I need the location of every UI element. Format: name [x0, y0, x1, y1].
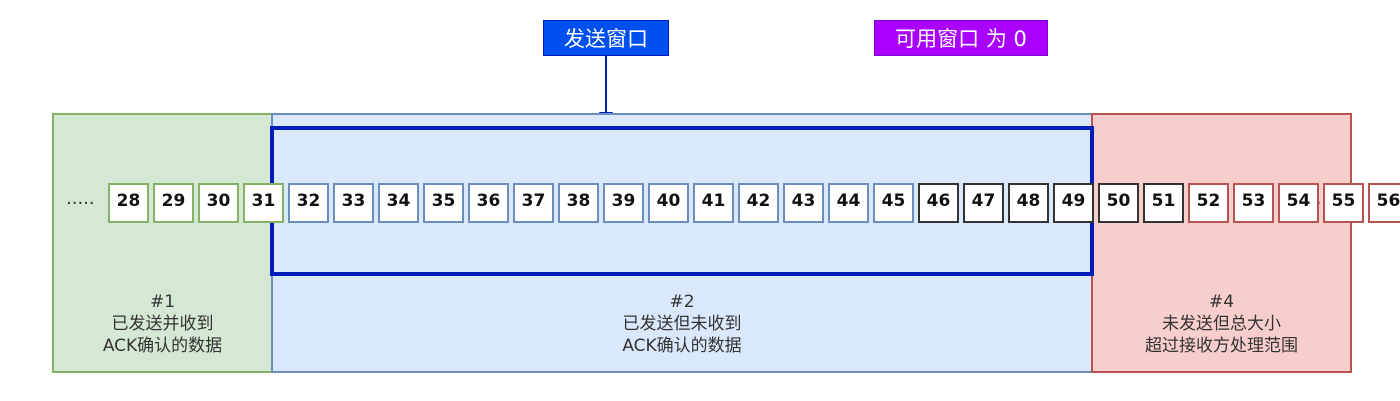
region-sent-unacked-line2: ACK确认的数据: [622, 336, 742, 356]
seq-cell: 45: [873, 183, 914, 223]
seq-cell: 35: [423, 183, 464, 223]
seq-cell: 54: [1278, 183, 1319, 223]
seq-cell: 28: [108, 183, 149, 223]
seq-cell: 55: [1323, 183, 1364, 223]
region-sent-unacked: [271, 113, 1093, 373]
seq-cell: 40: [648, 183, 689, 223]
seq-cell: 42: [738, 183, 779, 223]
sequence-row: 28 29 30 31 32 33 34 35 36 37 38 39 40 4…: [108, 183, 1400, 223]
region-over-limit-title: #4: [1208, 292, 1235, 312]
seq-cell: 49: [1053, 183, 1094, 223]
region-acked: [52, 113, 273, 373]
region-sent-unacked-line1: 已发送但未收到: [622, 314, 742, 334]
acked-cells: 28 29 30 31: [108, 183, 284, 223]
seq-cell: 38: [558, 183, 599, 223]
seq-cell: 56: [1368, 183, 1400, 223]
region-sent-unacked-title: #2: [669, 292, 695, 312]
seq-cell: 51: [1143, 183, 1184, 223]
region-acked-line1: 已发送并收到: [111, 314, 214, 334]
seq-cell: 46: [918, 183, 959, 223]
seq-cell: 41: [693, 183, 734, 223]
region-over-limit: [1091, 113, 1352, 373]
region-over-limit-text: #4 未发送但总大小 超过接收方处理范围: [1091, 291, 1352, 357]
seq-cell: 52: [1188, 183, 1229, 223]
seq-cell: 33: [333, 183, 374, 223]
seq-cell: 43: [783, 183, 824, 223]
usable-cells: 46 47 48 49 50 51: [918, 183, 1184, 223]
seq-cell: 48: [1008, 183, 1049, 223]
seq-cell: 47: [963, 183, 1004, 223]
seq-cell: 29: [153, 183, 194, 223]
region-acked-text: #1 已发送并收到 ACK确认的数据: [52, 291, 273, 357]
region-acked-line2: ACK确认的数据: [102, 336, 223, 356]
sent-unacked-cells: 32 33 34 35 36 37 38 39 40 41 42 43 44 4…: [288, 183, 914, 223]
seq-cell: 44: [828, 183, 869, 223]
seq-cell: 34: [378, 183, 419, 223]
seq-cell: 30: [198, 183, 239, 223]
seq-cell: 37: [513, 183, 554, 223]
usable-window-label: 可用窗口 为 0: [874, 20, 1048, 56]
over-limit-cells: 52 53 54 55 56: [1188, 183, 1400, 223]
region-sent-unacked-text: #2 已发送但未收到 ACK确认的数据: [271, 291, 1093, 357]
seq-cell: 32: [288, 183, 329, 223]
region-over-limit-line2: 超过接收方处理范围: [1145, 336, 1298, 356]
seq-cell: 53: [1233, 183, 1274, 223]
ellipsis-left: ·····: [66, 193, 95, 214]
region-acked-title: #1: [149, 292, 176, 312]
seq-cell: 50: [1098, 183, 1139, 223]
region-over-limit-line1: 未发送但总大小: [1162, 314, 1281, 334]
seq-cell: 31: [243, 183, 284, 223]
send-window-label: 发送窗口: [543, 20, 669, 56]
seq-cell: 39: [603, 183, 644, 223]
seq-cell: 36: [468, 183, 509, 223]
